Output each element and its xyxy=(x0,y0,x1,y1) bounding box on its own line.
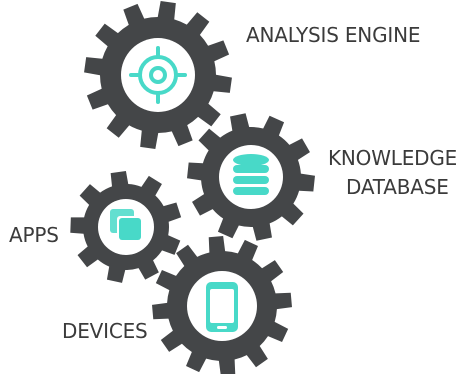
target-crosshair-icon xyxy=(129,46,187,104)
devices-gear xyxy=(152,236,292,374)
apps-label: APPS xyxy=(9,223,59,247)
knowledge-database-label-line2: DATABASE xyxy=(346,175,449,199)
smartphone-icon xyxy=(206,282,238,332)
apps-windows-icon xyxy=(110,209,141,240)
devices-label: DEVICES xyxy=(62,319,148,343)
database-icon xyxy=(233,154,269,195)
analysis-engine-label: ANALYSIS ENGINE xyxy=(246,23,420,47)
apps-gear xyxy=(70,171,182,283)
knowledge-database-gear xyxy=(187,113,315,241)
analysis-engine-gear xyxy=(84,1,232,149)
knowledge-database-label-line1: KNOWLEDGE xyxy=(328,146,457,170)
analysis-engine-gear-hole xyxy=(121,38,195,112)
